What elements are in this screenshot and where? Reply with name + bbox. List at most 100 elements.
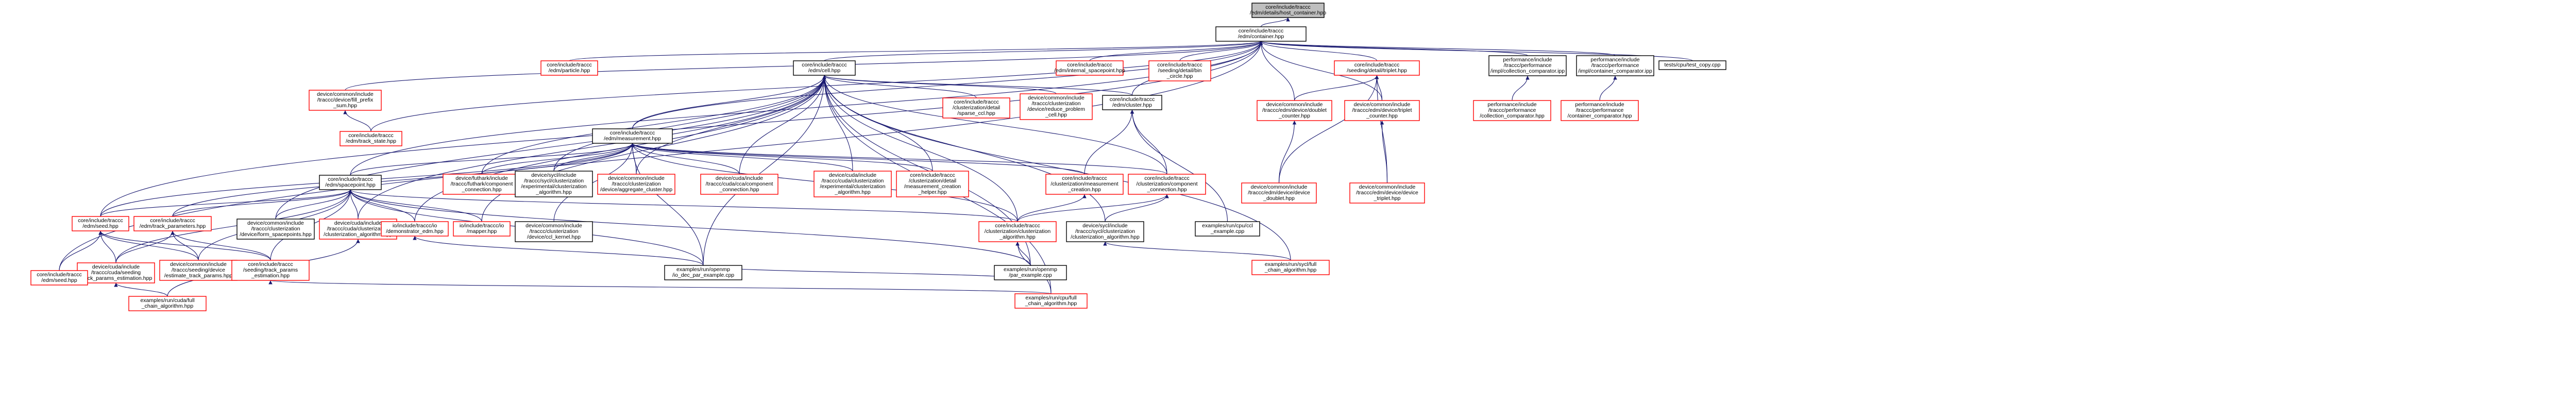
node-container[interactable]: core/include/traccc/edm/container.hpp: [1215, 26, 1307, 42]
node-perf-cont-hpp[interactable]: performance/include/traccc/performance/c…: [1561, 100, 1639, 121]
node-futhark-comp[interactable]: device/futhark/include/traccc/futhark/co…: [443, 174, 521, 195]
node-agg-cluster[interactable]: device/common/include/traccc/clusterizat…: [597, 174, 675, 195]
node-measurement[interactable]: core/include/traccc/edm/measurement.hpp: [592, 128, 673, 144]
node-label-line: _estimation.hpp: [251, 273, 290, 279]
node-comp-conn[interactable]: core/include/traccc/clusterization/compo…: [1128, 174, 1206, 195]
node-box: [978, 221, 1057, 242]
node-cpu-full[interactable]: examples/run/cpu/full_chain_algorithm.hp…: [1014, 293, 1088, 309]
node-fill-prefix[interactable]: device/common/include/traccc/device/fill…: [309, 90, 382, 111]
node-label-line: /traccc/edm/device/device: [1356, 190, 1418, 196]
node-track-state[interactable]: core/include/traccc/edm/track_state.hpp: [340, 131, 402, 146]
node-particle[interactable]: core/include/traccc/edm/particle.hpp: [540, 60, 598, 76]
node-dev-doublet[interactable]: device/common/include/traccc/edm/device/…: [1241, 182, 1317, 204]
edge-cuda-full-to-cuda-seed-est: [114, 282, 168, 297]
node-dev-triplet-counter[interactable]: device/common/include/traccc/edm/device/…: [1344, 100, 1420, 121]
node-sycl-exp[interactable]: device/sycl/include/traccc/sycl/clusteri…: [515, 171, 593, 197]
node-track-params[interactable]: core/include/traccc/edm/track_parameters…: [133, 216, 212, 231]
node-label-line: core/include/traccc: [150, 217, 195, 224]
node-label-line: core/include/traccc: [37, 272, 82, 278]
node-test-copy[interactable]: tests/cpu/test_copy.cpp: [1658, 60, 1726, 70]
edge-cuda-seed-est-to-spacepoint: [115, 189, 352, 263]
node-label-line: _algorithm.hpp: [535, 189, 572, 195]
edge-clus-alg-to-meas-creation: [1017, 194, 1087, 222]
node-box: [443, 174, 521, 195]
node-box: [1473, 100, 1551, 121]
edge-meas-helper-to-measurement: [630, 143, 933, 172]
node-box: [30, 270, 88, 286]
node-label-line: device/common/include: [608, 175, 665, 181]
node-label-line: core/include/traccc: [1239, 28, 1284, 34]
node-box: [319, 175, 382, 190]
node-meas-creation[interactable]: core/include/traccc/clusterization/measu…: [1045, 174, 1124, 195]
node-cluster[interactable]: core/include/traccc/edm/cluster.hpp: [1102, 95, 1162, 110]
node-label-line: core/include/traccc: [1157, 62, 1202, 68]
node-label-line: _triplet.hpp: [1374, 195, 1401, 202]
node-clus-alg[interactable]: core/include/traccc/clusterization/clust…: [978, 221, 1057, 242]
node-label-line: /traccc/clusterization: [529, 228, 578, 234]
node-ccl-kernel[interactable]: device/common/include/traccc/clusterizat…: [515, 221, 593, 242]
edge-futhark-comp-to-measurement: [481, 143, 635, 175]
node-label-line: _cell.hpp: [1045, 112, 1067, 118]
node-cpu-example[interactable]: examples/run/cpu/ccl_example.cpp: [1195, 221, 1260, 237]
node-perf-coll-hpp[interactable]: performance/include/traccc/performance/c…: [1473, 100, 1551, 121]
node-label-line: /experimental/clusterization: [820, 183, 885, 190]
edge-dev-triplet-to-triplet: [1375, 75, 1388, 183]
node-seed-hpp[interactable]: core/include/traccc/edm/seed.hpp: [30, 270, 88, 286]
node-box: [159, 260, 238, 281]
node-label-line: core/include/traccc: [348, 132, 394, 139]
node-box: [128, 296, 207, 311]
node-label-line: core/include/traccc: [1144, 175, 1190, 181]
node-cuda-exp[interactable]: device/cuda/include/traccc/cuda/clusteri…: [814, 171, 892, 197]
node-sycl-full[interactable]: examples/run/sycl/full_chain_algorithm.h…: [1251, 260, 1330, 275]
node-mapper[interactable]: io/include/traccc/io/mapper.hpp: [453, 221, 511, 237]
node-label-line: core/include/traccc: [78, 217, 123, 224]
node-openmp-io[interactable]: examples/run/openmp/io_dec_par_example.c…: [664, 265, 742, 280]
node-bin-circle[interactable]: core/include/traccc/seeding/detail/bin_c…: [1148, 60, 1211, 81]
node-cell[interactable]: core/include/traccc/edm/cell.hpp: [793, 60, 856, 76]
node-label-line: device/common/include: [1354, 102, 1411, 108]
node-cuda-full[interactable]: examples/run/cuda/full_chain_algorithm.h…: [128, 296, 207, 311]
node-box: [1334, 60, 1420, 76]
edge-ccl-kernel-to-measurement: [553, 143, 635, 222]
node-form-sp[interactable]: device/common/include/traccc/clusterizat…: [236, 219, 315, 240]
node-perf-coll[interactable]: performance/include/traccc/performance/i…: [1488, 55, 1567, 76]
node-label-line: _helper.hpp: [918, 189, 947, 195]
node-perf-cont[interactable]: performance/include/traccc/performance/i…: [1576, 55, 1654, 76]
node-label-line: device/cuda/include: [716, 175, 763, 181]
node-label-line: core/include/traccc: [995, 223, 1040, 229]
edge-seed-hpp-to-seed: [59, 230, 103, 271]
edge-openmp-par-to-spacepoint: [348, 189, 1031, 266]
node-label-line: /impl/collection_comparator.ipp: [1490, 68, 1565, 74]
node-label-line: device/cuda/include: [92, 264, 140, 270]
node-triplet[interactable]: core/include/traccc/seeding/detail/tripl…: [1334, 60, 1420, 76]
node-meas-helper[interactable]: core/include/traccc/clusterization/detai…: [896, 171, 969, 197]
node-box: [994, 265, 1067, 280]
edge-track-params-to-measurement: [172, 143, 635, 217]
node-root[interactable]: core/include/traccc/edm/details/host_con…: [1250, 3, 1326, 18]
edge-form-sp-to-spacepoint: [275, 189, 352, 220]
node-seeding-track[interactable]: core/include/traccc/seeding/track_params…: [231, 260, 310, 281]
edge-seed-to-spacepoint: [100, 189, 352, 217]
node-spacepoint[interactable]: core/include/traccc/edm/spacepoint.hpp: [319, 175, 382, 190]
node-label-line: performance/include: [1487, 102, 1536, 108]
node-sycl-clus-alg[interactable]: device/sycl/include/traccc/sycl/clusteri…: [1066, 221, 1144, 242]
node-label-line: _chain_algorithm.hpp: [141, 303, 194, 309]
node-reduce-problem[interactable]: device/common/include/traccc/clusterizat…: [1020, 93, 1093, 120]
node-demonstrator[interactable]: io/include/traccc/io/demonstrator_edm.hp…: [381, 221, 449, 237]
node-dev-doublet-counter[interactable]: device/common/include/traccc/edm/device/…: [1257, 100, 1332, 121]
node-sparse-ccl[interactable]: core/include/traccc/clusterization/detai…: [942, 97, 1010, 119]
node-label-line: _algorithm.hpp: [999, 234, 1036, 240]
node-cuda-cc[interactable]: device/cuda/include/traccc/cuda/cca/comp…: [700, 174, 778, 195]
node-openmp-par[interactable]: examples/run/openmp/par_example.cpp: [994, 265, 1067, 280]
node-label-line: core/include/traccc: [954, 99, 999, 105]
node-internal-sp[interactable]: core/include/traccc/edm/internal_spacepo…: [1054, 60, 1125, 76]
node-label-line: /clusterization/clusterization: [985, 228, 1051, 234]
node-cuda-seed-est[interactable]: device/cuda/include/traccc/cuda/seeding/…: [77, 262, 155, 283]
node-label-line: /traccc/sycl/clusterization: [524, 178, 584, 184]
node-seeding-est[interactable]: device/common/include/traccc/seeding/dev…: [159, 260, 238, 281]
node-dev-triplet[interactable]: device/common/include/traccc/edm/device/…: [1349, 182, 1425, 204]
node-box: [793, 60, 856, 76]
node-label-line: examples/run/cpu/full: [1025, 295, 1076, 301]
edge-track-state-to-fill-prefix: [343, 110, 371, 132]
node-seed[interactable]: core/include/traccc/edm/seed.hpp: [72, 216, 129, 231]
